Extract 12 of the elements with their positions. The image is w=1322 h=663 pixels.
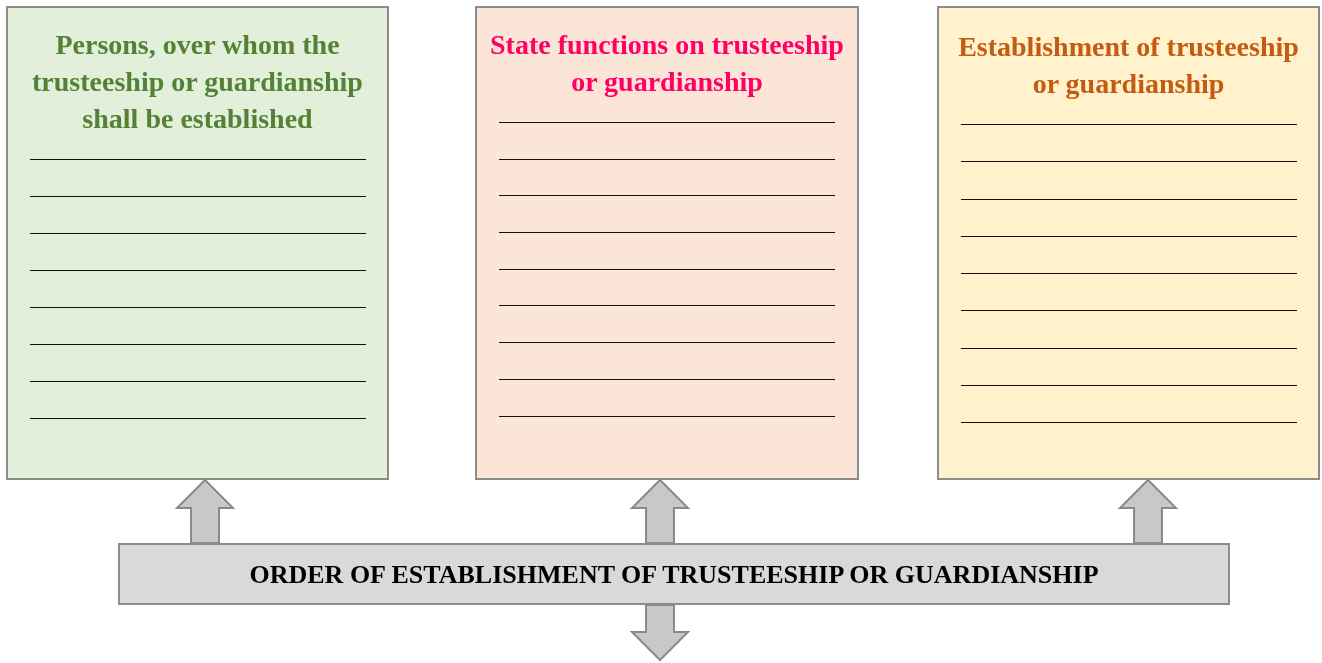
card-title: State functions on trusteeship or guardianship: [489, 28, 845, 99]
banner-title: ORDER OF ESTABLISHMENT OF TRUSTEESHIP OR GUARDIANSHIP: [249, 558, 1099, 591]
card-title: Persons, over whom the trusteeship or guardianship shall be established: [31, 28, 364, 136]
card-box: [6, 6, 389, 480]
card-title: Establishment of trusteeship or guardianship: [957, 30, 1300, 101]
block-arrow: [174, 478, 236, 544]
block-arrow: [629, 604, 691, 662]
block-arrow: [629, 478, 691, 544]
card-box: [475, 6, 859, 480]
banner-box: [118, 543, 1230, 605]
card-box: [937, 6, 1320, 480]
block-arrow: [1117, 478, 1179, 544]
